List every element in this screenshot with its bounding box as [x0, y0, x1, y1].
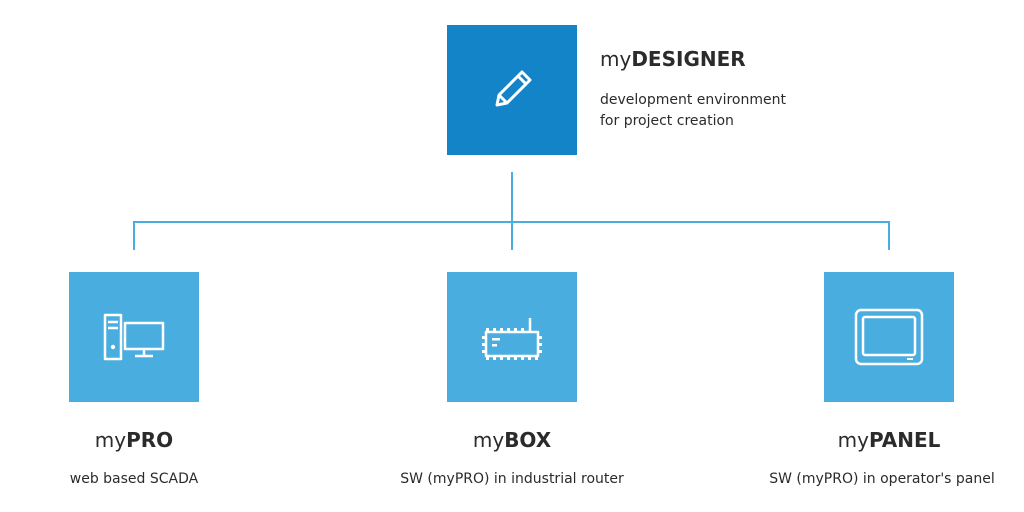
mybox-tile[interactable] [447, 272, 577, 402]
mypanel-tile[interactable] [824, 272, 954, 402]
mypro-tile[interactable] [69, 272, 199, 402]
mybox-title: myBOX [472, 428, 552, 452]
mypanel-title: myPANEL [837, 428, 941, 452]
pencil-icon [495, 70, 532, 107]
desktop-computer-icon [103, 313, 165, 361]
tablet-panel-icon [854, 308, 924, 366]
mydesigner-desc-line-2: for project creation [600, 113, 734, 129]
mypanel-description: SW (myPRO) in operator's panel [769, 471, 995, 487]
mydesigner-title: myDESIGNER [600, 47, 746, 71]
mybox-description: SW (myPRO) in industrial router [400, 471, 624, 487]
mypro-description: web based SCADA [69, 471, 199, 487]
mypro-title: myPRO [94, 428, 174, 452]
mydesigner-desc-line-1: development environment [600, 92, 786, 108]
router-icon [482, 318, 542, 360]
mydesigner-description: development environment for project crea… [600, 90, 786, 132]
mydesigner-tile[interactable] [447, 25, 577, 155]
